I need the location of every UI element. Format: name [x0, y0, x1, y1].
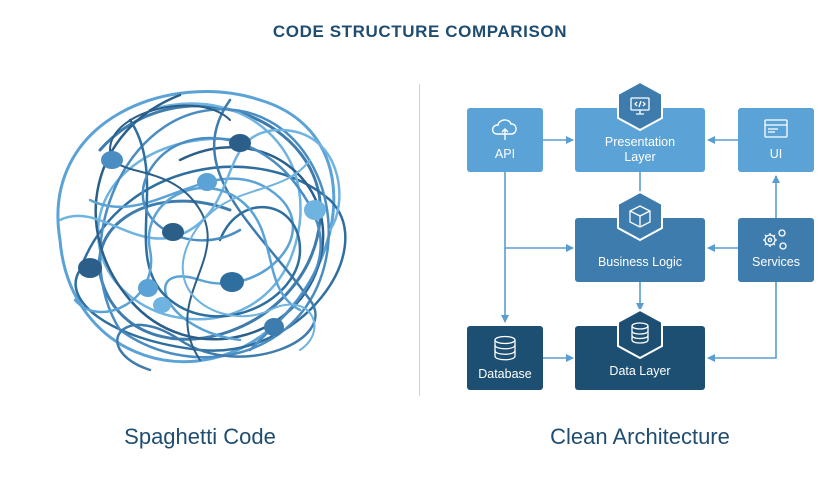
database-icon — [494, 335, 516, 361]
tangle-knot — [153, 297, 171, 313]
tangle-knot — [304, 200, 326, 220]
code-monitor-icon — [630, 97, 650, 115]
window-icon — [764, 119, 788, 138]
connectors — [501, 136, 780, 362]
data-layer-label: Data Layer — [609, 364, 670, 378]
page-title: CODE STRUCTURE COMPARISON — [272, 22, 568, 41]
tangle-knot — [197, 173, 217, 191]
cloud-upload-icon — [491, 119, 517, 140]
tangle-knot — [264, 318, 284, 336]
tangle-strand — [181, 159, 316, 351]
tangle-knot — [162, 223, 184, 241]
tangle-strand — [108, 104, 231, 361]
tangle-knot — [78, 258, 102, 278]
spaghetti-code-caption: Spaghetti Code — [124, 424, 276, 449]
presentation-label-line2: Layer — [624, 150, 655, 164]
data-layer-node: Data Layer — [575, 308, 705, 390]
services-label: Services — [752, 255, 800, 269]
cube-icon — [629, 205, 651, 228]
presentation-layer-node: Presentation Layer — [575, 80, 705, 172]
tangle-knot — [138, 279, 158, 297]
ui-node: UI — [738, 108, 814, 172]
services-node: Services — [738, 218, 814, 282]
tangle-strand — [94, 93, 325, 341]
database-node: Database — [467, 326, 543, 390]
arrow-services-to-data-layer — [707, 282, 777, 362]
database-label: Database — [478, 367, 532, 381]
business-logic-label: Business Logic — [598, 255, 682, 269]
api-node: API — [467, 108, 543, 172]
tangle-strand — [74, 165, 347, 352]
clean-architecture-caption: Clean Architecture — [550, 424, 730, 449]
tangle-strand — [73, 186, 302, 314]
api-label: API — [495, 147, 515, 161]
arrow-api-to-business — [504, 172, 574, 252]
tangle-strand — [58, 128, 341, 240]
presentation-label-line1: Presentation — [605, 135, 675, 149]
ui-label: UI — [770, 147, 783, 161]
tangle-knot — [220, 272, 244, 292]
section-divider — [419, 84, 420, 396]
gears-icon — [763, 229, 787, 250]
tangle-knots — [78, 134, 326, 336]
tangle-strand — [98, 108, 330, 359]
tangle-knot — [101, 151, 123, 169]
database-icon — [631, 322, 649, 344]
business-logic-node: Business Logic — [575, 190, 705, 282]
tangle-knot — [229, 134, 251, 152]
